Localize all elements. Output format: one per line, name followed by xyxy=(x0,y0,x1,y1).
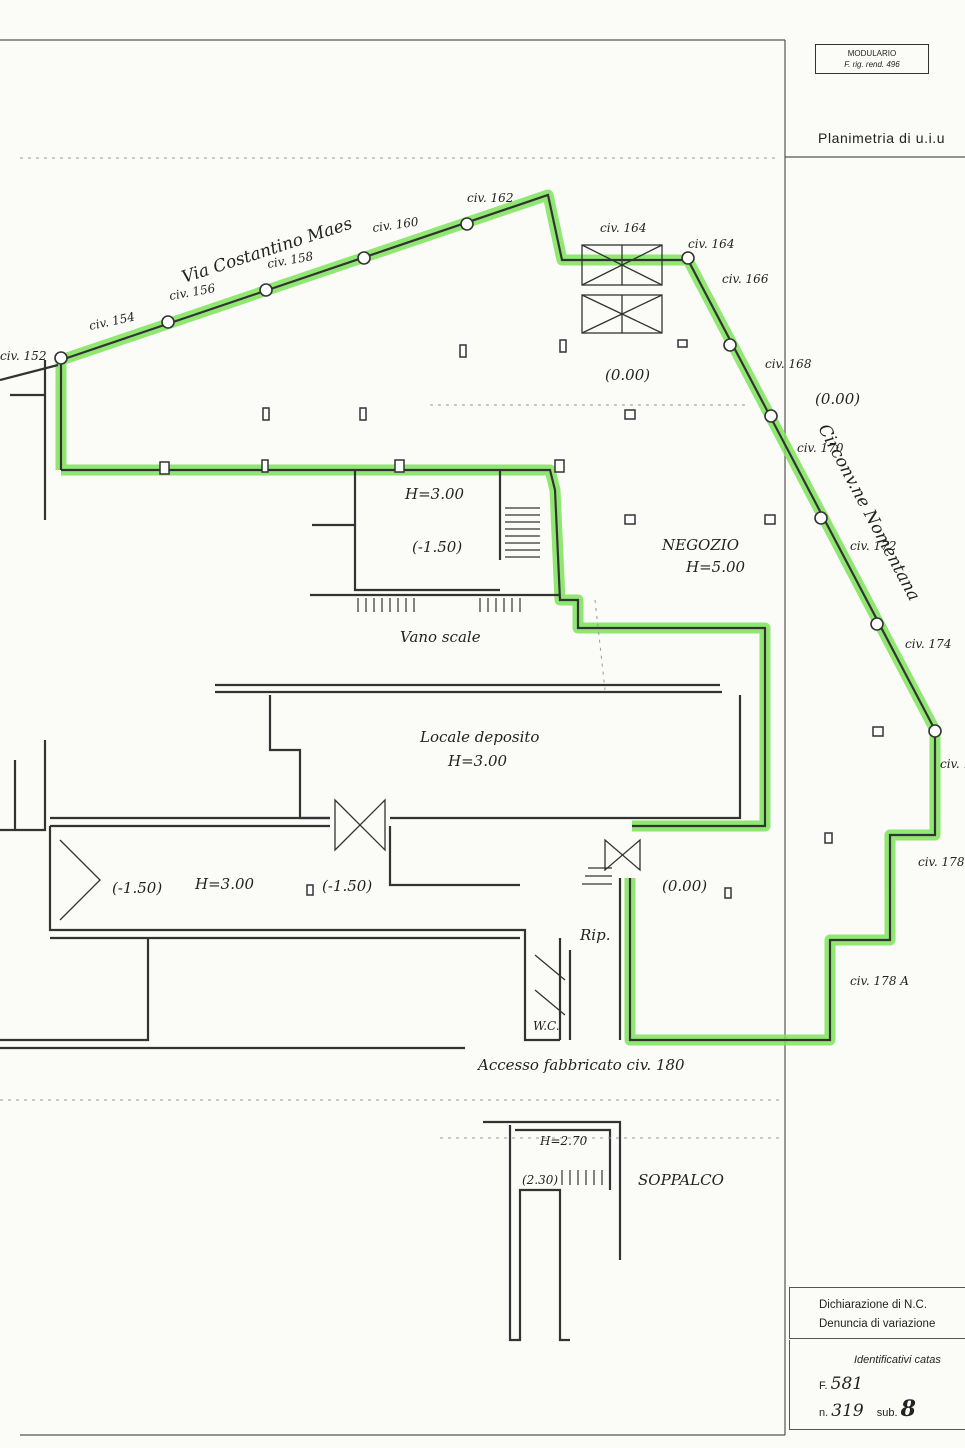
room-label-vano-scale: Vano scale xyxy=(400,628,481,646)
declaration-line2: Denuncia di variazione xyxy=(819,1318,936,1330)
walls xyxy=(0,193,937,1342)
room-height-corridor: H=3.00 xyxy=(194,875,255,893)
label-accesso: Accesso fabbricato civ. 180 xyxy=(476,1056,685,1074)
room-height-deposito: H=3.00 xyxy=(447,752,508,770)
civ-label-164b: civ. 164 xyxy=(688,237,734,251)
identifiers-title: Identificativi catas xyxy=(854,1354,941,1366)
level-label-000-b: (0.00) xyxy=(815,390,860,408)
civ-label-160: civ. 160 xyxy=(371,215,419,235)
room-label-wc: W.C. xyxy=(533,1019,560,1033)
identifiers-box: Identificativi catas F. 581 n. 319 sub. … xyxy=(789,1340,965,1430)
civ-label-174: civ. 174 xyxy=(905,637,951,651)
foglio-label: F. xyxy=(819,1380,828,1392)
level-label-top: (-1.50) xyxy=(412,538,462,556)
level-label-left: (-1.50) xyxy=(112,879,162,897)
num-label: n. xyxy=(819,1407,829,1419)
room-label-soppalco: SOPPALCO xyxy=(638,1171,724,1189)
civ-label-168: civ. 168 xyxy=(765,357,812,371)
civic-markers xyxy=(54,217,942,738)
civ-label-170: civ. 170 xyxy=(797,441,844,455)
modulario-line1: MODULARIO xyxy=(847,49,897,58)
level-label-soppalco: (2.30) xyxy=(522,1173,558,1187)
pillars xyxy=(159,339,884,899)
level-label-000-a: (0.00) xyxy=(605,366,650,384)
sheet-frame xyxy=(0,39,965,1436)
window-symbols xyxy=(59,244,663,1016)
room-height-soppalco: H=2.70 xyxy=(539,1134,588,1148)
guide-lines xyxy=(0,157,780,1139)
civ-label-156: civ. 156 xyxy=(168,281,217,303)
room-label-negozio: NEGOZIO xyxy=(661,536,739,554)
plan-title: Planimetria di u.i.u xyxy=(818,130,946,146)
sub-label: sub. xyxy=(876,1407,898,1419)
civ-label-152: civ. 152 xyxy=(0,349,46,363)
unit-perimeter-highlight xyxy=(55,189,941,1046)
num-value: 319 xyxy=(831,1401,864,1421)
room-height-top: H=3.00 xyxy=(404,485,465,503)
civ-label-172: civ. 172 xyxy=(850,539,896,553)
declaration-line1: Dichiarazione di N.C. xyxy=(819,1299,928,1311)
foglio-row: F. 581 xyxy=(819,1374,863,1394)
room-label-rip: Rip. xyxy=(579,926,610,944)
sub-value: 8 xyxy=(900,1396,916,1422)
room-height-negozio: H=5.00 xyxy=(685,558,746,576)
foglio-value: 581 xyxy=(830,1374,864,1394)
civ-label-154: civ. 154 xyxy=(88,310,136,333)
street-label-via-maes: Via Costantino Maes xyxy=(179,214,355,288)
level-label-mid: (-1.50) xyxy=(322,877,372,895)
civ-label-178a: civ. 178 A xyxy=(850,974,909,988)
civ-label-166: civ. 166 xyxy=(722,272,769,286)
modulario-line2: F. rig. rend. 496 xyxy=(844,60,900,69)
civ-label-176: civ. 176 xyxy=(940,757,965,771)
stair-hatching xyxy=(357,507,612,1185)
civ-label-178: civ. 178 xyxy=(918,855,965,869)
level-label-000-c: (0.00) xyxy=(662,877,707,895)
civ-label-164a: civ. 164 xyxy=(600,221,646,235)
room-label-locale-deposito: Locale deposito xyxy=(419,728,539,746)
modulario-box: MODULARIO F. rig. rend. 496 xyxy=(815,44,929,74)
declaration-box: Dichiarazione di N.C. Denuncia di variaz… xyxy=(789,1287,965,1339)
civ-label-162: civ. 162 xyxy=(467,191,513,205)
num-row: n. 319 sub. 8 xyxy=(819,1396,916,1422)
